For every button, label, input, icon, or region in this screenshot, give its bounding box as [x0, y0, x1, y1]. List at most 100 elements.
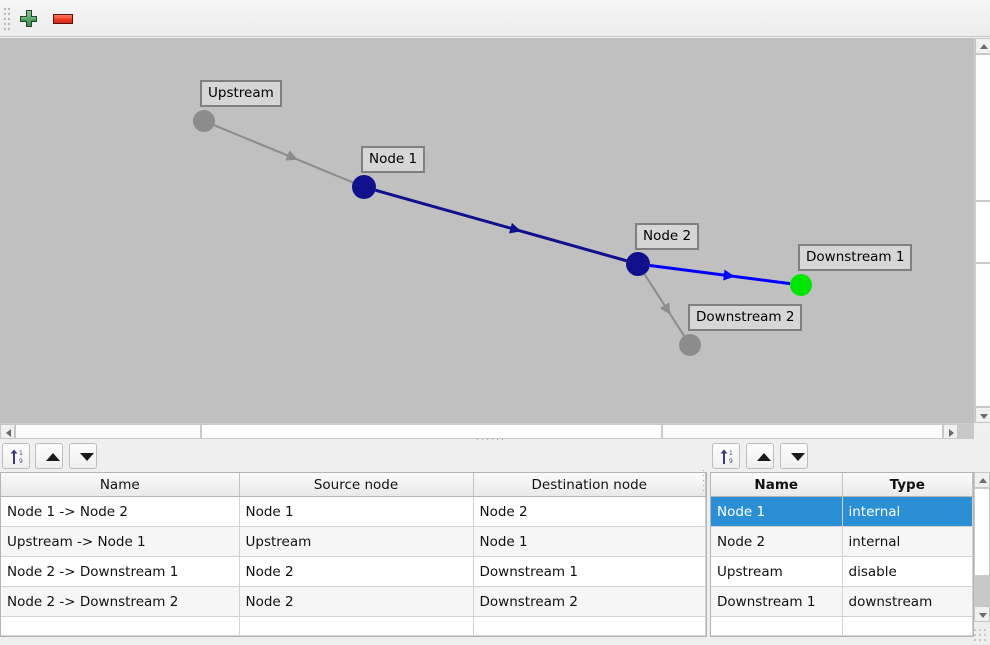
- sort-icon: 1 9: [720, 449, 733, 465]
- svg-text:9: 9: [729, 458, 733, 465]
- nodes-cell-name[interactable]: Upstream: [711, 556, 843, 587]
- nodes-move-down-button[interactable]: [780, 443, 808, 469]
- nodes-scroll-down-button[interactable]: [974, 606, 990, 622]
- nodes-cell-type[interactable]: disable: [842, 556, 973, 587]
- edges-empty-cell: [473, 616, 706, 636]
- chevron-left-icon: [6, 429, 11, 437]
- scroll-right-button[interactable]: [943, 424, 958, 439]
- svg-text:1: 1: [19, 450, 23, 457]
- graph-horizontal-scroll-thumb[interactable]: [201, 424, 662, 439]
- remove-node-button[interactable]: [49, 4, 77, 32]
- svg-text:9: 9: [19, 458, 23, 465]
- edges-panel: 1 9 Name Source node Destination node: [0, 443, 707, 637]
- nodes-cell-type[interactable]: downstream: [842, 586, 973, 617]
- nodes-empty-cell: [711, 616, 843, 636]
- nodes-sort-button[interactable]: 1 9: [712, 443, 740, 469]
- edges-cell-destination[interactable]: Downstream 1: [473, 556, 706, 587]
- window-resize-grip[interactable]: [974, 629, 987, 642]
- scroll-down-button[interactable]: [975, 407, 990, 423]
- scroll-thumb-upper[interactable]: [975, 54, 990, 201]
- edges-sort-button[interactable]: 1 9: [2, 443, 30, 469]
- nodes-cell-name[interactable]: Node 2: [711, 526, 843, 557]
- edges-table[interactable]: Name Source node Destination node Node 1…: [0, 472, 707, 637]
- nodes-cell-name[interactable]: Node 1: [711, 496, 843, 527]
- nodes-scroll-up-button[interactable]: [974, 472, 990, 488]
- graph-horizontal-scrollbar[interactable]: [0, 423, 974, 439]
- scroll-left-button[interactable]: [0, 424, 15, 439]
- scroll-thumb-left-pad[interactable]: [15, 424, 201, 439]
- nodes-cell-name[interactable]: Downstream 1: [711, 586, 843, 617]
- edges-cell-name[interactable]: Node 2 -> Downstream 2: [1, 586, 240, 617]
- edges-cell-name[interactable]: Node 2 -> Downstream 1: [1, 556, 240, 587]
- edges-table-header-row: Name Source node Destination node: [1, 473, 706, 497]
- nodes-table-scrollbar[interactable]: [974, 472, 990, 622]
- graph-node[interactable]: [679, 334, 701, 356]
- nodes-cell-type[interactable]: internal: [842, 496, 973, 527]
- graph-node[interactable]: [193, 110, 215, 132]
- edges-cell-source[interactable]: Node 1: [239, 496, 474, 527]
- edges-cell-source[interactable]: Upstream: [239, 526, 474, 557]
- edges-cell-destination[interactable]: Downstream 2: [473, 586, 706, 617]
- graph-edge-arrowhead: [659, 302, 671, 315]
- edges-cell-name[interactable]: Node 1 -> Node 2: [1, 496, 240, 527]
- toolbar-drag-handle[interactable]: [4, 8, 10, 30]
- graph-node-label[interactable]: Node 2: [635, 223, 700, 250]
- graph-node-label[interactable]: Node 1: [361, 146, 426, 173]
- graph-edge[interactable]: [213, 124, 354, 184]
- graph-vertical-scroll-thumb[interactable]: [975, 201, 990, 263]
- svg-text:1: 1: [729, 450, 733, 457]
- edges-column-source[interactable]: Source node: [239, 473, 474, 497]
- edges-cell-destination[interactable]: Node 2: [473, 496, 706, 527]
- edges-cell-destination[interactable]: Node 1: [473, 526, 706, 557]
- scroll-thumb-lower[interactable]: [975, 263, 990, 407]
- graph-node-label[interactable]: Downstream 2: [688, 304, 803, 331]
- graph-vertical-scrollbar[interactable]: [974, 38, 990, 423]
- triangle-up-icon: [757, 453, 771, 461]
- graph-edge-arrowhead: [285, 150, 298, 161]
- graph-node[interactable]: [626, 252, 650, 276]
- graph-edge[interactable]: [649, 264, 791, 286]
- graph-edge[interactable]: [375, 188, 627, 263]
- graph-node[interactable]: [352, 175, 376, 199]
- nodes-column-type[interactable]: Type: [842, 473, 973, 497]
- edges-column-name[interactable]: Name: [1, 473, 240, 497]
- add-node-button[interactable]: [14, 4, 42, 32]
- graph-node[interactable]: [790, 274, 812, 296]
- chevron-down-icon: [980, 414, 988, 419]
- graph-edge[interactable]: [643, 273, 685, 337]
- nodes-move-up-button[interactable]: [746, 443, 774, 469]
- scroll-up-button[interactable]: [975, 38, 990, 54]
- scroll-thumb-right-pad[interactable]: [662, 424, 943, 439]
- nodes-table-empty-row: [711, 616, 973, 636]
- triangle-down-icon: [791, 453, 805, 461]
- graph-node-label[interactable]: Upstream: [200, 80, 282, 107]
- nodes-cell-type[interactable]: internal: [842, 526, 973, 557]
- graph-edge-arrowhead: [508, 222, 522, 234]
- edges-column-destination[interactable]: Destination node: [473, 473, 706, 497]
- splitter-grip-icon: [477, 439, 507, 442]
- edges-cell-name[interactable]: Upstream -> Node 1: [1, 526, 240, 557]
- chevron-up-icon: [980, 44, 988, 49]
- horizontal-splitter[interactable]: [0, 436, 990, 444]
- graph-node-label[interactable]: Downstream 1: [798, 244, 913, 271]
- edges-move-up-button[interactable]: [35, 443, 63, 469]
- vertical-splitter[interactable]: [703, 470, 709, 620]
- edges-cell-source[interactable]: Node 2: [239, 556, 474, 587]
- edges-move-down-button[interactable]: [69, 443, 97, 469]
- nodes-scroll-thumb[interactable]: [974, 488, 990, 576]
- sort-icon: 1 9: [10, 449, 23, 465]
- nodes-column-name[interactable]: Name: [711, 473, 843, 497]
- edges-cell-source[interactable]: Node 2: [239, 586, 474, 617]
